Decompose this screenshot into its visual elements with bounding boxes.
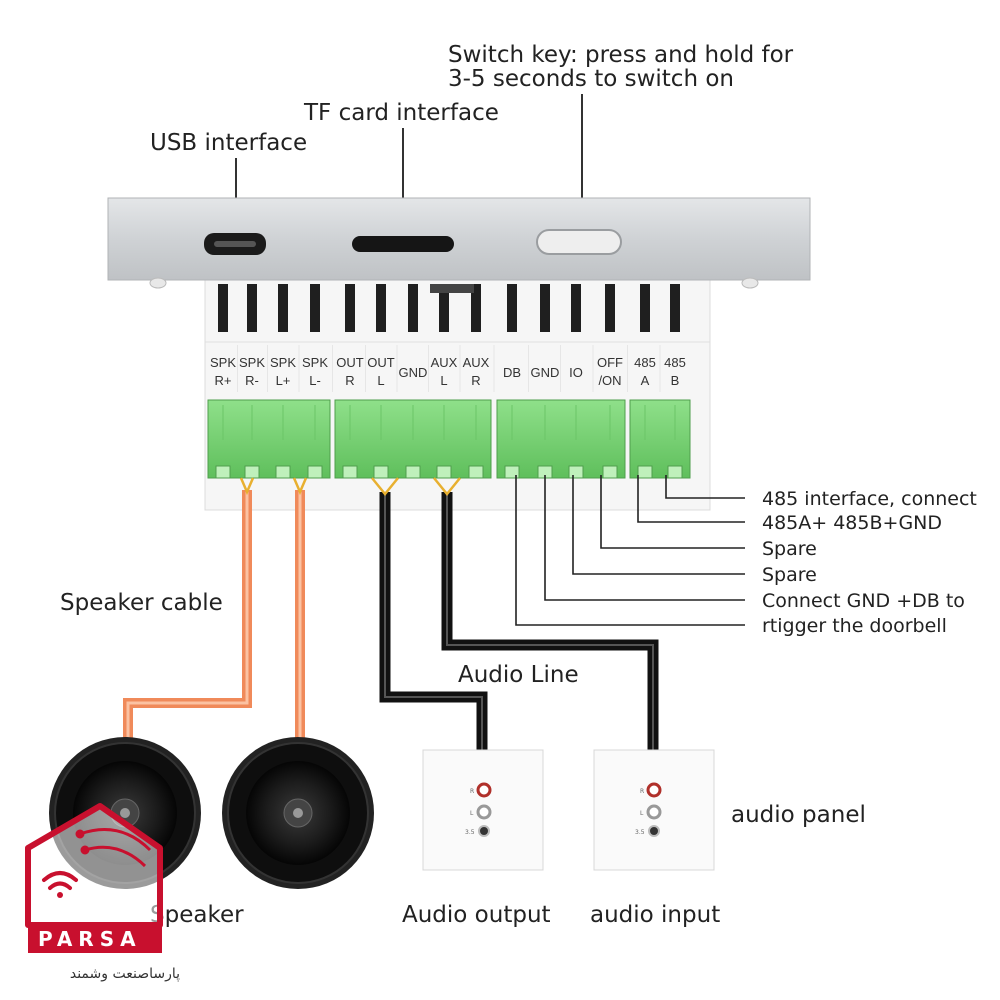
terminal-label-bottom: R- bbox=[245, 373, 259, 388]
terminal-label-bottom: R bbox=[345, 373, 354, 388]
audio-cables bbox=[379, 492, 659, 752]
note-485-line1: 485 interface, connect bbox=[762, 488, 977, 510]
terminal-label-bottom: L- bbox=[309, 373, 321, 388]
jack-label-r: R bbox=[470, 788, 474, 795]
terminal-label-top: SPK bbox=[210, 355, 236, 370]
audio-input-label: audio input bbox=[590, 902, 720, 928]
speaker-label: Speaker bbox=[150, 902, 244, 928]
terminal-blocks bbox=[207, 399, 691, 479]
vent-slot bbox=[439, 284, 449, 332]
terminal-label-top: OUT bbox=[367, 355, 395, 370]
terminal-screw[interactable] bbox=[342, 465, 358, 479]
terminal-screw[interactable] bbox=[244, 465, 260, 479]
wire-ends bbox=[239, 477, 461, 496]
vent-slot bbox=[670, 284, 680, 332]
jack-label-35: 3.5 bbox=[635, 829, 645, 836]
terminal-label-top: GND bbox=[531, 365, 560, 380]
terminal-label-top: SPK bbox=[239, 355, 265, 370]
note-spare-2: Spare bbox=[762, 564, 817, 586]
logo-latin-text: PARSA bbox=[38, 927, 142, 951]
terminal-label-top: SPK bbox=[270, 355, 296, 370]
vent-slot bbox=[376, 284, 386, 332]
terminal-leaders bbox=[515, 475, 745, 626]
note-485-line2: 485A+ 485B+GND bbox=[762, 512, 942, 534]
terminal-screw[interactable] bbox=[275, 465, 291, 479]
jack-label-l: L bbox=[470, 810, 474, 817]
vent-slot bbox=[278, 284, 288, 332]
jack-label-35: 3.5 bbox=[465, 829, 475, 836]
terminal-label-top: IO bbox=[569, 365, 583, 380]
terminal-screw[interactable] bbox=[602, 465, 618, 479]
speaker-cable-label: Speaker cable bbox=[60, 590, 223, 616]
parsa-logo-watermark: PARSA پارساصنعت وشمند bbox=[25, 803, 180, 982]
terminal-label-top: SPK bbox=[302, 355, 328, 370]
vent-slot bbox=[218, 284, 228, 332]
usb-callout: USB interface bbox=[150, 130, 307, 156]
terminal-label-strip: SPKR+SPKR-SPKL+SPKL-OUTROUTLGNDAUXLAUXRD… bbox=[205, 341, 710, 392]
controller-device: SPKR+SPKR-SPKL+SPKL-OUTROUTLGNDAUXLAUXRD… bbox=[107, 197, 811, 511]
terminal-screw[interactable] bbox=[468, 465, 484, 479]
terminal-label-bottom: B bbox=[671, 373, 680, 388]
terminal-screw[interactable] bbox=[373, 465, 389, 479]
terminal-label-top: OUT bbox=[336, 355, 364, 370]
vent-slot bbox=[247, 284, 257, 332]
vent-slot bbox=[640, 284, 650, 332]
note-doorbell-line2: rtigger the doorbell bbox=[762, 615, 947, 637]
audio-line-label: Audio Line bbox=[458, 662, 579, 688]
note-spare-1: Spare bbox=[762, 538, 817, 560]
terminal-label-bottom: /ON bbox=[598, 373, 621, 388]
tf-card-slot[interactable] bbox=[352, 236, 454, 252]
device-vents bbox=[218, 284, 680, 332]
terminal-screw[interactable] bbox=[568, 465, 584, 479]
terminal-screw[interactable] bbox=[504, 465, 520, 479]
terminal-notes: 485 interface, connect 485A+ 485B+GND Sp… bbox=[762, 488, 977, 637]
audio-output-label: Audio output bbox=[402, 902, 551, 928]
terminal-block bbox=[207, 399, 331, 479]
switch-key-button[interactable] bbox=[536, 229, 622, 255]
terminal-screw[interactable] bbox=[637, 465, 653, 479]
audio-output-panel: R L 3.5 bbox=[422, 749, 544, 871]
terminal-screw[interactable] bbox=[405, 465, 421, 479]
jack-label-l: L bbox=[640, 810, 644, 817]
terminal-block bbox=[629, 399, 691, 479]
terminal-screw[interactable] bbox=[667, 465, 683, 479]
terminal-screw[interactable] bbox=[307, 465, 323, 479]
vent-slot bbox=[310, 284, 320, 332]
terminal-label-bottom: L bbox=[377, 373, 384, 388]
ceiling-speaker-right bbox=[222, 737, 374, 889]
vent-slot bbox=[507, 284, 517, 332]
terminal-label-top: 485 bbox=[664, 355, 686, 370]
speaker-cables bbox=[123, 490, 305, 742]
terminal-label-top: AUX bbox=[463, 355, 490, 370]
jack-label-r: R bbox=[640, 788, 644, 795]
tf-card-callout: TF card interface bbox=[303, 100, 499, 126]
note-doorbell-line1: Connect GND +DB to bbox=[762, 590, 965, 612]
wifi-icon bbox=[42, 871, 78, 898]
logo-persian-text: پارساصنعت وشمند bbox=[70, 966, 180, 982]
terminal-label-bottom: R bbox=[471, 373, 480, 388]
terminal-label-top: DB bbox=[503, 365, 521, 380]
vent-slot bbox=[471, 284, 481, 332]
terminal-label-bottom: A bbox=[641, 373, 650, 388]
vent-slot bbox=[605, 284, 615, 332]
terminal-screw[interactable] bbox=[436, 465, 452, 479]
terminal-label-bottom: R+ bbox=[215, 373, 232, 388]
vent-slot bbox=[571, 284, 581, 332]
terminal-label-top: GND bbox=[399, 365, 428, 380]
terminal-block bbox=[496, 399, 626, 479]
terminal-label-top: 485 bbox=[634, 355, 656, 370]
switch-key-callout-line1: Switch key: press and hold for bbox=[448, 42, 794, 68]
vent-slot bbox=[540, 284, 550, 332]
terminal-screw[interactable] bbox=[215, 465, 231, 479]
terminal-label-bottom: L bbox=[440, 373, 447, 388]
vent-slot bbox=[345, 284, 355, 332]
terminal-label-top: AUX bbox=[431, 355, 458, 370]
vent-slot bbox=[408, 284, 418, 332]
switch-key-callout-line2: 3-5 seconds to switch on bbox=[448, 66, 734, 92]
audio-panel-label: audio panel bbox=[731, 802, 866, 828]
terminal-label-top: OFF bbox=[597, 355, 623, 370]
audio-input-panel: R L 3.5 bbox=[593, 749, 715, 871]
terminal-label-bottom: L+ bbox=[276, 373, 291, 388]
